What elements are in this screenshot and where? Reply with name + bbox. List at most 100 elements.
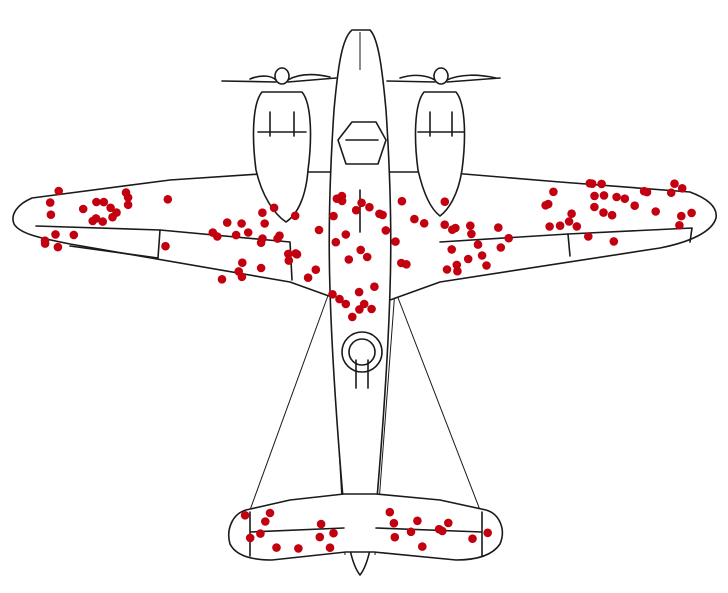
hit-marker-fuselage-center <box>359 299 369 309</box>
hit-marker-right-wing-inner <box>448 225 457 234</box>
hit-marker-right-wing-outer <box>687 208 696 218</box>
hit-marker-fuselage-center <box>362 252 372 262</box>
hit-marker-right-wing-outer <box>590 202 599 212</box>
hit-marker-right-wing-inner <box>391 237 400 246</box>
hit-marker-right-wing-inner <box>442 265 452 274</box>
hit-marker-left-tailplane <box>265 508 275 518</box>
hit-marker-right-wing-inner <box>453 266 462 276</box>
hit-marker-left-wing-inner <box>273 234 282 243</box>
hit-marker-right-wing-outer <box>677 211 686 221</box>
hit-marker-right-wing-inner <box>477 251 487 260</box>
hit-marker-left-wing-inner <box>231 230 241 240</box>
hit-marker-fuselage-center <box>329 211 338 221</box>
hit-marker-fuselage-center <box>331 237 341 247</box>
hit-marker-left-tailplane <box>325 543 335 552</box>
hit-marker-right-wing-inner <box>467 229 476 239</box>
hit-marker-left-wing-inner <box>217 275 227 284</box>
hit-marker-left-wing-inner <box>303 273 313 283</box>
hit-marker-right-wing-inner <box>463 254 473 264</box>
hit-marker-right-wing-outer <box>612 192 621 202</box>
hit-marker-left-wing-inner <box>208 228 218 237</box>
hit-marker-left-wing-outer <box>106 203 115 213</box>
left-flap <box>159 229 293 281</box>
hit-marker-right-wing-inner <box>419 219 429 228</box>
left-propeller <box>221 73 337 83</box>
hit-marker-left-tailplane <box>245 533 255 543</box>
left-engine <box>221 67 337 223</box>
hit-marker-right-wing-outer <box>675 221 684 230</box>
right-aileron <box>567 227 693 243</box>
hit-marker-right-wing-inner <box>473 240 483 249</box>
hit-marker-right-wing-outer <box>564 217 574 226</box>
right-engine <box>386 67 501 217</box>
hit-marker-left-wing-outer <box>99 197 109 207</box>
hit-marker-fuselage-center <box>375 209 384 219</box>
hit-marker-left-wing-inner <box>237 219 246 228</box>
hit-marker-left-wing-outer <box>108 212 117 222</box>
hit-marker-right-wing-inner <box>397 196 407 206</box>
hit-marker-fuselage-center <box>354 287 364 297</box>
hit-marker-right-wing-inner <box>494 223 503 232</box>
hit-marker-right-wing-inner <box>440 220 450 229</box>
hit-marker-left-wing-inner <box>237 272 247 282</box>
hit-marker-left-tailplane <box>261 517 270 526</box>
hit-marker-right-wing-outer <box>541 201 550 210</box>
hit-marker-fuselage-center <box>337 191 347 201</box>
hit-marker-left-wing-inner <box>284 256 294 265</box>
hit-marker-fuselage-center <box>367 304 376 314</box>
hit-marker-left-wing-inner <box>222 218 232 227</box>
bullet-hits <box>40 179 696 553</box>
hit-marker-right-wing-outer <box>651 207 660 216</box>
hit-marker-right-wing-outer <box>590 191 599 201</box>
hit-marker-right-wing-inner <box>466 221 475 230</box>
hit-marker-right-wing-outer <box>609 237 619 246</box>
hit-marker-right-wing-outer <box>599 208 608 217</box>
hit-marker-right-wing-outer <box>599 191 609 200</box>
hit-marker-right-wing-outer <box>630 201 639 210</box>
hit-marker-right-tailplane <box>434 524 444 534</box>
hit-marker-fuselage-center <box>341 230 351 239</box>
left-aileron <box>35 225 161 259</box>
hit-marker-fuselage-center <box>348 312 357 322</box>
hit-marker-left-wing-outer <box>88 216 97 226</box>
hit-marker-right-wing-outer <box>597 179 606 189</box>
hit-marker-fuselage-center <box>341 299 351 309</box>
hit-marker-fuselage-center <box>328 290 337 299</box>
hit-marker-right-wing-outer <box>677 184 687 193</box>
hit-marker-left-wing-inner <box>256 263 266 273</box>
hit-marker-right-wing-inner <box>440 197 450 206</box>
hit-marker-left-tailplane <box>240 511 250 520</box>
hit-marker-left-wing-outer <box>123 200 133 210</box>
hit-marker-right-wing-inner <box>482 261 491 270</box>
hit-marker-right-tailplane <box>385 507 395 517</box>
hit-marker-left-wing-inner <box>260 219 270 228</box>
hit-marker-right-wing-inner <box>496 243 506 252</box>
hit-marker-right-tailplane <box>444 518 453 528</box>
hit-marker-right-wing-outer <box>670 179 679 188</box>
hit-marker-right-tailplane <box>390 532 400 542</box>
hit-marker-left-wing-inner <box>291 249 301 258</box>
hit-marker-fuselage-center <box>356 245 366 255</box>
hit-marker-right-wing-outer <box>587 179 597 188</box>
hit-marker-right-tailplane <box>406 527 416 537</box>
hit-marker-right-wing-inner <box>402 260 411 269</box>
hit-marker-left-wing-outer <box>161 241 170 251</box>
hit-marker-left-wing-outer <box>45 198 55 207</box>
hit-marker-left-wing-inner <box>314 225 324 235</box>
hit-marker-right-wing-outer <box>642 187 652 197</box>
hit-marker-right-tailplane <box>413 516 422 526</box>
hit-marker-right-wing-outer <box>545 222 554 231</box>
hit-marker-right-tailplane <box>418 542 427 551</box>
hit-marker-right-wing-outer <box>549 187 558 197</box>
hit-marker-fuselage-center <box>381 226 391 235</box>
hit-marker-left-wing-outer <box>53 242 63 252</box>
hit-marker-left-wing-outer <box>40 239 50 248</box>
hit-marker-left-wing-outer <box>69 230 79 240</box>
hit-marker-right-wing-outer <box>620 194 630 203</box>
hit-marker-left-wing-inner <box>243 228 253 237</box>
hit-marker-right-wing-outer <box>584 232 593 241</box>
hit-marker-right-tailplane <box>483 528 493 538</box>
hit-marker-left-tailplane <box>329 528 338 538</box>
hit-marker-right-wing-outer <box>607 210 617 220</box>
